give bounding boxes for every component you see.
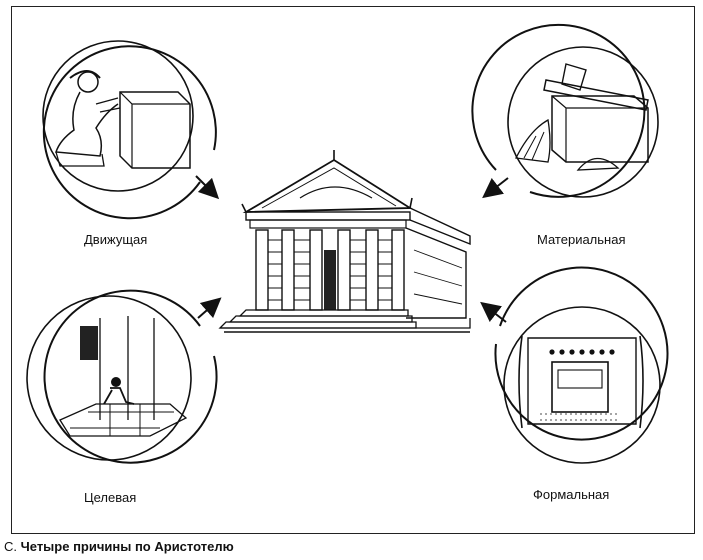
materials-circle bbox=[471, 23, 659, 199]
materials-icon bbox=[515, 63, 649, 171]
figure-caption: С. Четыре причины по Аристотелю bbox=[4, 539, 234, 554]
cause-label-formal: Формальная bbox=[533, 487, 610, 502]
cause-label-efficient: Движущая bbox=[84, 232, 148, 247]
final-circle bbox=[26, 289, 222, 464]
thinker-ruins-icon bbox=[59, 316, 188, 437]
diagram-frame bbox=[11, 6, 695, 534]
caption-prefix: С. bbox=[4, 539, 17, 554]
formal-circle bbox=[480, 266, 669, 464]
cause-label-final: Целевая bbox=[84, 490, 137, 505]
caption-title: Четыре причины по Аристотелю bbox=[20, 539, 234, 554]
cause-label-material: Материальная bbox=[537, 232, 626, 247]
sculptor-circle bbox=[42, 40, 220, 220]
scroll-plan-icon bbox=[518, 335, 644, 429]
sculptor-icon bbox=[54, 70, 191, 169]
temple-icon bbox=[218, 150, 471, 333]
